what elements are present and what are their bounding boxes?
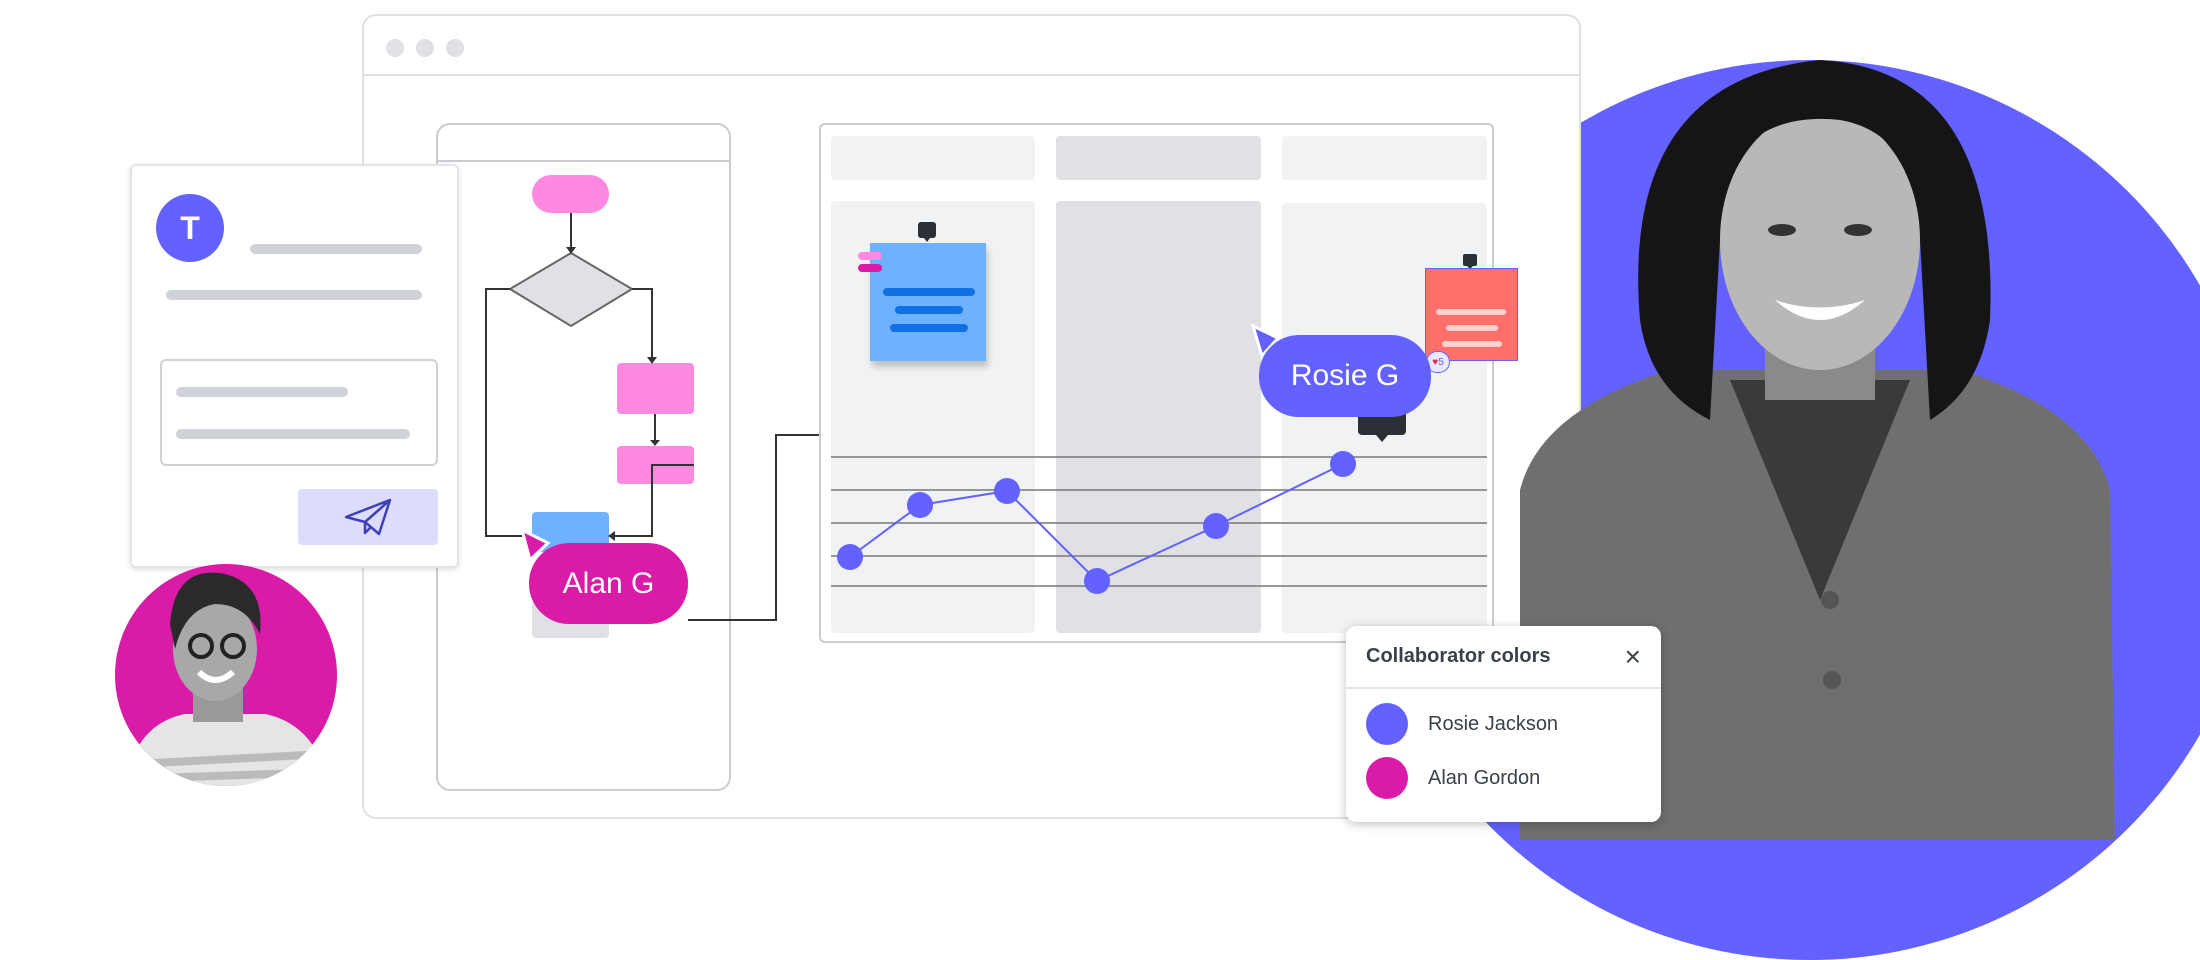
connector-line: [688, 434, 819, 621]
avatar: T: [156, 194, 224, 262]
window-dot[interactable]: [386, 39, 404, 57]
color-swatch: [1366, 703, 1408, 745]
chart-gridlines: [831, 456, 1487, 587]
close-icon[interactable]: ×: [1624, 640, 1641, 672]
send-icon: [344, 498, 392, 536]
sticky-note-red[interactable]: [1425, 268, 1518, 361]
collaborator-row: Rosie Jackson: [1346, 697, 1661, 751]
window-dot[interactable]: [446, 39, 464, 57]
board-column-header: [831, 136, 1035, 180]
rosie-photo: [1520, 60, 2115, 840]
chart-line: [849, 463, 1344, 583]
tag-pink: [858, 252, 882, 260]
collaborator-row: Alan Gordon: [1346, 751, 1661, 805]
text-placeholder: [176, 387, 348, 397]
alan-photo: [115, 564, 337, 786]
collaborator-colors-panel: Collaborator colors × Rosie Jackson Alan …: [1346, 626, 1661, 822]
rosie-cursor-label: Rosie G: [1259, 335, 1431, 417]
comment-icon: [1463, 254, 1477, 269]
comment-icon: [918, 222, 936, 242]
flowchart-decision-node: [508, 251, 634, 328]
color-swatch: [1366, 757, 1408, 799]
panel-title: Collaborator colors: [1366, 645, 1551, 667]
window-title-bar: [364, 16, 1579, 76]
chart-point: [1084, 568, 1110, 594]
diagram-lines: [485, 213, 1487, 621]
board-column: [1056, 201, 1261, 633]
chart-point: [837, 544, 863, 570]
collaborator-name: Alan Gordon: [1428, 766, 1541, 789]
likes-badge[interactable]: ♥5: [1426, 351, 1450, 373]
text-placeholder: [166, 290, 422, 300]
alan-cursor-icon: [519, 527, 551, 563]
chart-point: [907, 492, 933, 518]
board-column-header: [1282, 136, 1487, 180]
flowchart-start-node[interactable]: [532, 175, 609, 213]
chart-point: [1330, 451, 1356, 477]
message-input[interactable]: [160, 359, 438, 466]
message-card: T: [130, 164, 459, 568]
send-button[interactable]: [298, 489, 438, 545]
board-column-header: [1056, 136, 1261, 180]
collaborator-name: Rosie Jackson: [1428, 712, 1559, 735]
flowchart-process-node[interactable]: [617, 363, 694, 414]
sticky-note-blue[interactable]: [870, 243, 986, 361]
likes-count: 5: [1438, 356, 1444, 368]
tag-magenta: [858, 264, 882, 272]
chart-point: [994, 478, 1020, 504]
heart-icon: ♥: [1432, 356, 1439, 368]
window-dot[interactable]: [416, 39, 434, 57]
chart-point: [1203, 513, 1229, 539]
text-placeholder: [250, 244, 422, 254]
alan-cursor-label: Alan G: [529, 543, 688, 624]
text-placeholder: [176, 429, 410, 439]
